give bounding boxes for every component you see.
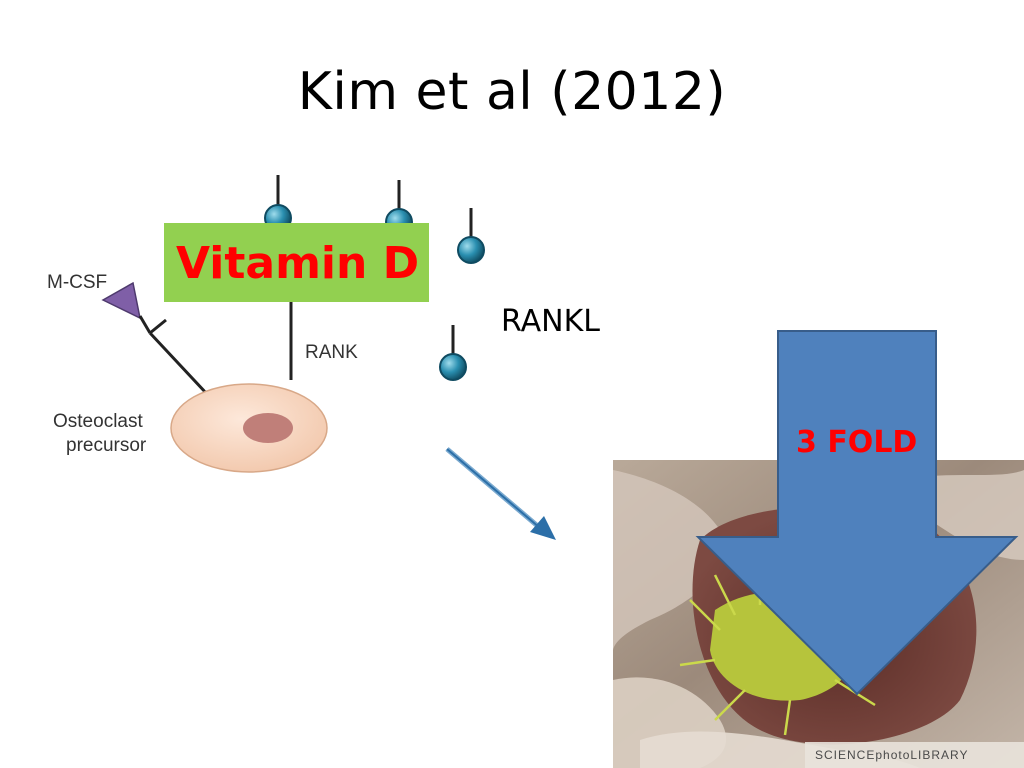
rankl-ligand bbox=[457, 208, 485, 264]
vitamin-d-label: Vitamin D bbox=[176, 238, 420, 289]
rank-label: RANK bbox=[305, 342, 358, 363]
cell-label-line1: Osteoclast bbox=[53, 411, 143, 432]
slide-title: Kim et al (2012) bbox=[297, 62, 727, 122]
decrease-arrow bbox=[695, 330, 1019, 696]
vitamin-d-box bbox=[164, 223, 429, 302]
photo-credit: SCIENCEphotoLIBRARY bbox=[815, 748, 969, 762]
mcsf-receptor bbox=[138, 315, 209, 396]
cell-label-line2: precursor bbox=[66, 435, 147, 456]
rankl-ligand bbox=[439, 325, 467, 381]
fold-change-label: 3 FOLD bbox=[796, 425, 918, 460]
mcsf-triangle bbox=[101, 281, 142, 320]
mcsf-label: M-CSF bbox=[47, 272, 107, 293]
diagonal-arrow bbox=[445, 447, 556, 540]
cell-nucleus bbox=[243, 413, 293, 443]
rankl-label: RANKL bbox=[501, 304, 600, 339]
